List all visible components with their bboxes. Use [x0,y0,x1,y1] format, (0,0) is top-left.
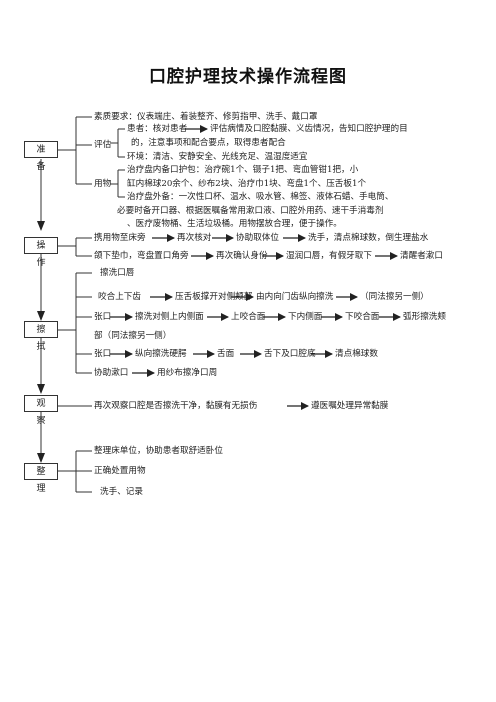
wipe-step-hard-palate: 纵向擦洗硬腭 [135,349,187,359]
prep-env-text: 环境：清洁、安静安全、光线充足、温湿度适宜 [127,152,308,162]
stage-box-operate: 操 作 [24,237,58,268]
wipe-step-gauze: 用纱布擦净口周 [157,368,218,378]
wipe-step-open-mouth-2: 张口 [94,349,112,359]
wipe-step-cheek-arc: 弧形擦洗颊 [403,312,446,322]
wipe-step-tongue: 舌面 [217,349,235,359]
wipe-step-cheek-other: 部（同法擦另一侧） [94,331,172,341]
prep-inside-text-a: 治疗盘内备口护包：治疗碗1个、镊子1把、弯血管钳1把，小 [127,165,359,175]
stage-box-finish: 整 理 [24,463,58,494]
prep-patient-text-a: 患者：核对患者 [127,124,188,134]
wipe-step-assist-rinse: 协助漱口 [94,368,129,378]
operate-step-rinse: 清醒者漱口 [400,251,443,261]
operate-step-towel: 颌下垫巾，弯盘置口角旁 [94,251,189,261]
wipe-step-lower-inner: 下内侧面 [288,312,323,322]
stage-box-observe: 观 察 [24,395,58,426]
prep-patient-text-b: 评估病情及口腔黏膜、义齿情况，告知口腔护理的目 [210,124,408,134]
wipe-step-upper-occlusal: 上咬合面 [231,312,266,322]
wipe-step-depress: 压舌板撑开对侧颊部 [175,292,253,302]
prep-supplies-label: 用物 [94,179,112,189]
finish-item-supplies: 正确处置用物 [94,466,146,476]
wipe-step-under-tongue: 舌下及口腔底 [264,349,316,359]
wipe-heading: 擦洗口唇 [100,268,135,278]
wipe-step-bite: 咬合上下齿 [98,292,141,302]
wipe-step-vertical: 由内向门齿纵向擦洗 [256,292,334,302]
operate-step-carry: 携用物至床旁 [94,233,146,243]
wipe-step-upper-inner: 擦洗对侧上内侧面 [135,312,204,322]
wipe-step-lower-occlusal: 下咬合面 [345,312,380,322]
prep-outside-text-c: 、医疗废物桶、生活垃圾桶。用物摆放合理，便于操作。 [127,219,342,229]
finish-item-record: 洗手、记录 [100,487,143,497]
prep-patient-text-c: 的，注意事项和配合要点，取得患者配合 [131,138,286,148]
page-title: 口腔护理技术操作流程图 [149,67,347,87]
prep-outside-text-a: 治疗盘外备：一次性口杯、温水、吸水管、棉签、液体石蜡、手电筒、 [127,192,394,202]
operate-step-recheck: 再次核对 [177,233,212,243]
wipe-step-count: 清点棉球数 [335,349,378,359]
prep-outside-text-b: 必要时备开口器、根据医嘱备常用漱口液、口腔外用药、速干手消毒剂 [117,206,384,216]
observe-text: 再次观察口腔是否擦洗干净，黏膜有无损伤 [94,401,258,411]
prep-inside-text-b: 缸内棉球20余个、纱布2块、治疗巾1块、弯盘1个、压舌板1个 [127,179,367,189]
wipe-step-open-mouth: 张口 [94,312,112,322]
observe-text-b: 遵医嘱处理异常黏膜 [311,401,389,411]
operate-step-wash: 洗手，清点棉球数，倒生理盐水 [308,233,429,243]
prep-assess-label: 评估 [94,140,112,150]
stage-box-prep: 准 备 [24,141,58,172]
prep-quality-text: 素质要求：仪表端庄、着装整齐、修剪指甲、洗手、戴口罩 [94,112,318,122]
operate-step-position: 协助取体位 [236,233,279,243]
stage-box-wipe: 擦 拭 [24,321,58,352]
finish-item-bed: 整理床单位，协助患者取舒适卧位 [94,446,223,456]
operate-step-moisten: 湿润口唇，有假牙取下 [286,251,372,261]
wipe-step-other-side: （同法擦另一侧） [360,292,429,302]
operate-step-confirm: 再次确认身份 [216,251,268,261]
